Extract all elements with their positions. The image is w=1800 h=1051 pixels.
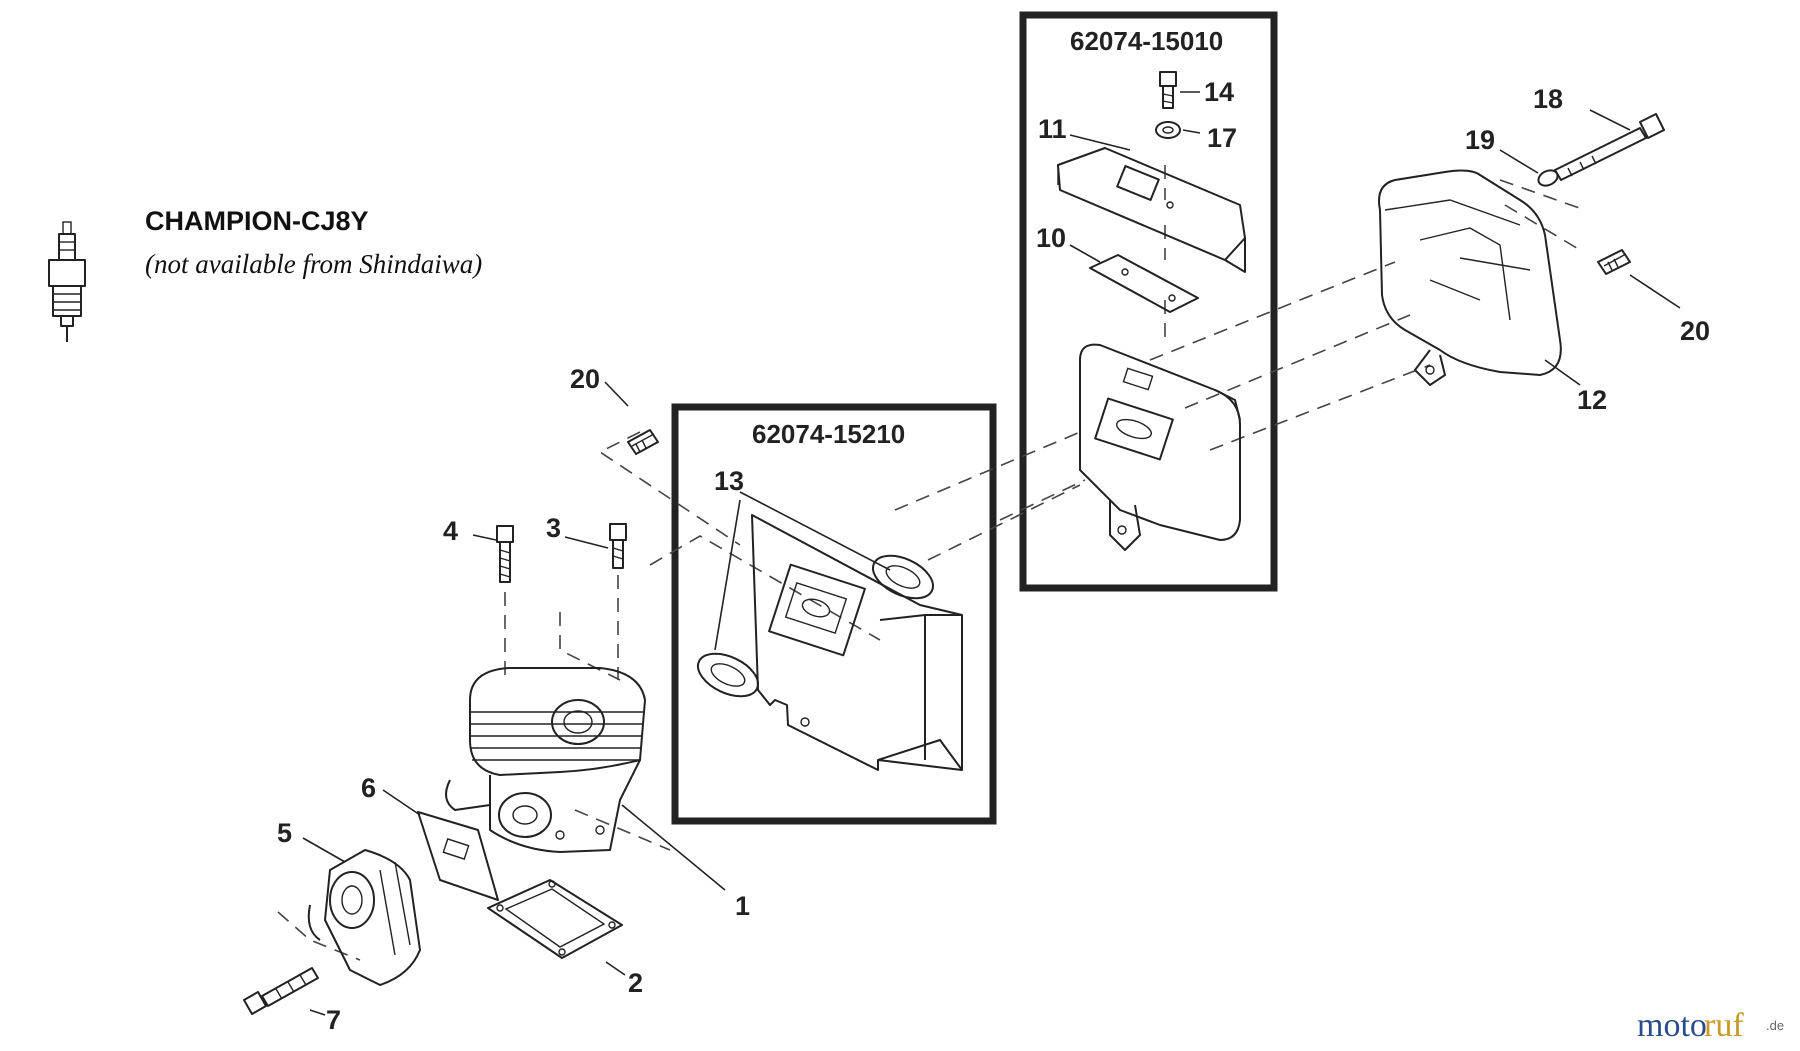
plate-11 xyxy=(1057,147,1246,273)
kit-part-number-insulator: 62074-15210 xyxy=(752,419,905,449)
alignment-lines xyxy=(277,165,1586,961)
leader-lines xyxy=(302,91,1681,1016)
watermark-part1: moto xyxy=(1637,1007,1707,1044)
screw-7 xyxy=(243,967,319,1015)
gasket-part-2 xyxy=(487,879,623,959)
gasket-part-6 xyxy=(417,811,499,901)
plate-10 xyxy=(1089,254,1199,313)
callout-3: 3 xyxy=(546,513,561,543)
watermark-part2: ruf xyxy=(1704,1007,1744,1044)
callout-6: 6 xyxy=(361,773,376,803)
callout-1: 1 xyxy=(735,891,750,921)
adapter-part-5 xyxy=(307,849,421,986)
callout-10: 10 xyxy=(1036,223,1066,253)
washer-13 xyxy=(1155,121,1181,139)
spark-plug-note: (not available from Shindaiwa) xyxy=(145,249,482,279)
gasket-17-b xyxy=(872,554,934,600)
cover-part-14 xyxy=(1378,169,1562,386)
callout-2: 2 xyxy=(628,968,643,998)
bolt-12 xyxy=(1159,71,1177,109)
screw-3 xyxy=(609,523,627,569)
kit-part-number-muffler: 62074-15010 xyxy=(1070,26,1223,56)
callout-14: 12 xyxy=(1577,385,1607,415)
muffler-body xyxy=(1079,343,1241,551)
callout-12: 14 xyxy=(1204,77,1234,107)
callout-11: 11 xyxy=(1038,114,1067,144)
screw-4 xyxy=(496,525,514,583)
callout-17: 13 xyxy=(714,466,744,496)
callout-5: 5 xyxy=(277,818,292,848)
callout-13: 17 xyxy=(1207,123,1237,153)
spark-plug-model: CHAMPION-CJ8Y xyxy=(145,206,369,236)
bolt-18 xyxy=(1554,113,1665,181)
callout-4: 4 xyxy=(443,516,458,546)
callout-20-left: 20 xyxy=(570,364,600,394)
watermark-logo: moto ruf .de xyxy=(1637,1007,1784,1044)
kit-box-muffler xyxy=(1019,11,1278,592)
gasket-17-a xyxy=(697,652,759,698)
watermark-suffix: .de xyxy=(1766,1018,1784,1033)
screw-20-right xyxy=(1597,249,1631,275)
callout-labels: 20 4 3 13 5 6 1 2 7 11 10 14 17 19 18 20… xyxy=(277,77,1710,1035)
callout-18: 18 xyxy=(1533,84,1563,114)
callout-20-right: 20 xyxy=(1680,316,1710,346)
heat-insulator xyxy=(751,514,963,771)
washer-19 xyxy=(1537,169,1559,187)
kit-box-insulator xyxy=(671,403,997,825)
spark-plug-icon xyxy=(48,221,86,342)
cylinder-part-1 xyxy=(445,667,646,853)
callout-7: 7 xyxy=(326,1005,341,1035)
screw-20-left xyxy=(627,429,659,455)
callout-19: 19 xyxy=(1465,125,1495,155)
